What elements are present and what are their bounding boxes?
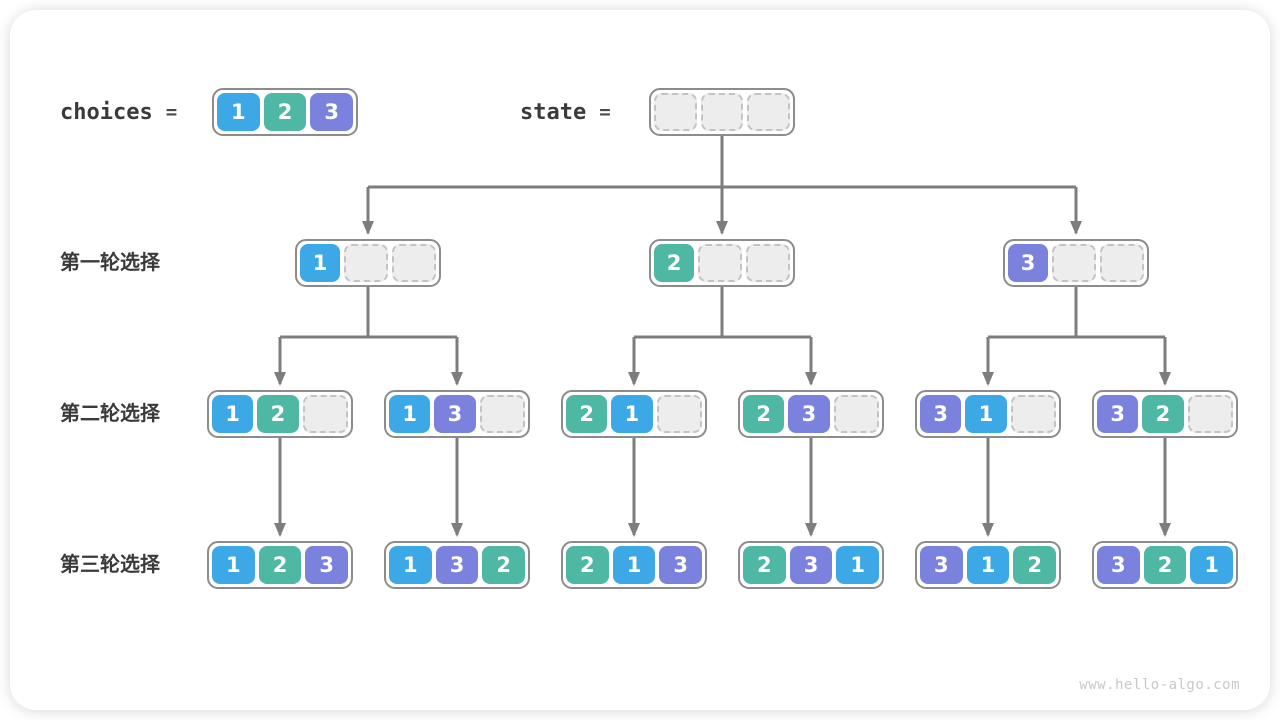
choices-header: choices =: [60, 88, 177, 136]
equals-sign: =: [599, 101, 611, 123]
cell-value-1: 1: [1190, 546, 1234, 584]
cell-empty: [302, 395, 348, 433]
cell-empty: [747, 93, 791, 131]
cell-value-1: 1: [389, 395, 431, 433]
cell-value-2: 2: [566, 395, 608, 433]
cell-value-3: 3: [310, 93, 354, 131]
cell-value-2: 2: [258, 546, 302, 584]
cell-value-1: 1: [300, 244, 340, 282]
array-node-r1-2: 3: [1003, 239, 1149, 287]
watermark: www.hello-algo.com: [1079, 677, 1240, 693]
cell-value-3: 3: [659, 546, 703, 584]
cell-value-1: 1: [389, 546, 432, 584]
cell-empty: [479, 395, 525, 433]
cell-value-2: 2: [257, 395, 299, 433]
cell-value-1: 1: [965, 395, 1007, 433]
equals-sign: =: [165, 101, 178, 123]
cell-empty: [700, 93, 744, 131]
cell-value-1: 1: [217, 93, 260, 131]
cell-value-1: 1: [212, 395, 254, 433]
cell-empty: [746, 244, 790, 282]
cell-value-3: 3: [1097, 395, 1139, 433]
cell-value-3: 3: [789, 546, 833, 584]
cell-value-2: 2: [743, 546, 786, 584]
row-label-round-3: 第三轮选择: [60, 554, 160, 576]
cell-empty: [1010, 395, 1056, 433]
cell-value-2: 2: [482, 546, 526, 584]
cell-value-3: 3: [305, 546, 349, 584]
cell-value-3: 3: [435, 546, 479, 584]
cell-value-2: 2: [1143, 546, 1187, 584]
state-array: [649, 88, 795, 136]
row-label-round-1: 第一轮选择: [60, 252, 160, 274]
cell-value-2: 2: [654, 244, 694, 282]
cell-value-2: 2: [1013, 546, 1057, 584]
state-label: state: [520, 99, 587, 125]
cell-value-1: 1: [611, 395, 653, 433]
cell-value-1: 1: [612, 546, 656, 584]
row-label-round-2: 第二轮选择: [60, 403, 160, 425]
state-header: state =: [520, 88, 611, 136]
cell-value-1: 1: [212, 546, 255, 584]
cell-value-1: 1: [836, 546, 880, 584]
choices-label: choices: [60, 99, 153, 125]
cell-empty: [656, 395, 702, 433]
cell-value-3: 3: [920, 395, 962, 433]
cell-value-2: 2: [743, 395, 785, 433]
cell-empty: [1187, 395, 1233, 433]
cell-value-3: 3: [788, 395, 830, 433]
cell-empty: [344, 244, 388, 282]
array-node-r1-1: 2: [649, 239, 795, 287]
figure-card: [10, 10, 1270, 710]
cell-value-3: 3: [1097, 546, 1140, 584]
cell-empty: [1100, 244, 1144, 282]
cell-value-1: 1: [966, 546, 1010, 584]
cell-value-2: 2: [566, 546, 609, 584]
cell-empty: [392, 244, 436, 282]
cell-value-2: 2: [1142, 395, 1184, 433]
cell-empty: [833, 395, 879, 433]
cell-empty: [1052, 244, 1096, 282]
cell-value-3: 3: [434, 395, 476, 433]
array-node-r1-0: 1: [295, 239, 441, 287]
cell-empty: [698, 244, 742, 282]
cell-value-2: 2: [263, 93, 307, 131]
cell-value-3: 3: [1008, 244, 1048, 282]
cell-empty: [654, 93, 697, 131]
cell-value-3: 3: [920, 546, 963, 584]
